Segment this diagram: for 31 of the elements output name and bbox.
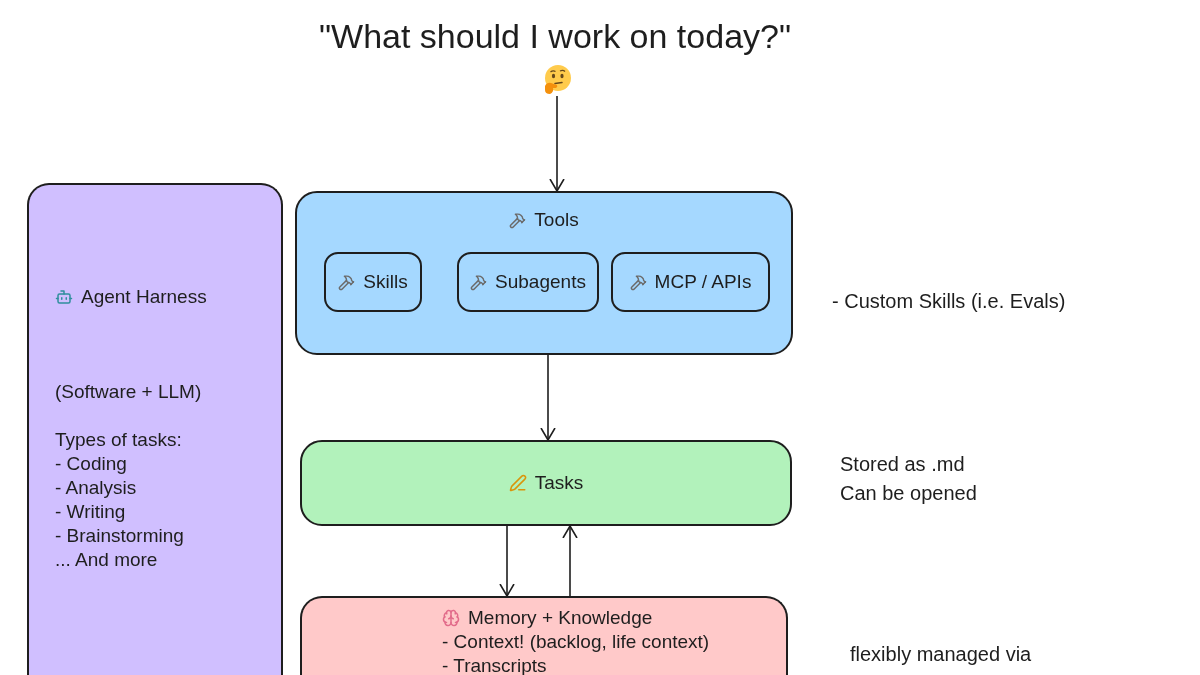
diagram-title: "What should I work on today?" — [318, 16, 792, 57]
text-line: Types of tasks: — [55, 428, 182, 452]
arrow — [540, 354, 556, 441]
harness-panel — [27, 183, 283, 675]
text-line: - Writing — [55, 500, 126, 524]
box-heading: MCP / APIs — [654, 270, 752, 294]
box-heading: Tools — [534, 208, 579, 232]
box-heading: Tasks — [534, 471, 584, 495]
memory-box — [300, 596, 788, 675]
note-text: - Custom Skills (i.e. Evals) — [832, 289, 1066, 313]
box-heading: Skills — [363, 270, 408, 294]
text-line: ... And more — [55, 548, 158, 572]
tools-group-box — [295, 191, 793, 355]
box-heading: Agent Harness — [81, 285, 207, 309]
text-line: - Coding — [55, 452, 127, 476]
arrow — [562, 525, 578, 597]
text-line: - Context! (backlog, life context) — [442, 630, 710, 654]
tool-box — [457, 252, 599, 312]
note-text: Stored as .md — [840, 452, 965, 476]
text-line: - Brainstorming — [55, 524, 184, 548]
box-heading: Memory + Knowledge — [468, 606, 653, 630]
process-box — [300, 440, 792, 526]
text-line: (Software + LLM) — [55, 380, 202, 404]
box-heading: Subagents — [495, 270, 586, 294]
arrow — [549, 95, 565, 192]
note-text: flexibly managed via — [850, 642, 1032, 666]
arrow — [499, 525, 515, 597]
tool-box — [611, 252, 770, 312]
note-text: Can be opened — [840, 481, 977, 505]
tool-box — [324, 252, 422, 312]
text-line: - Analysis — [55, 476, 137, 500]
